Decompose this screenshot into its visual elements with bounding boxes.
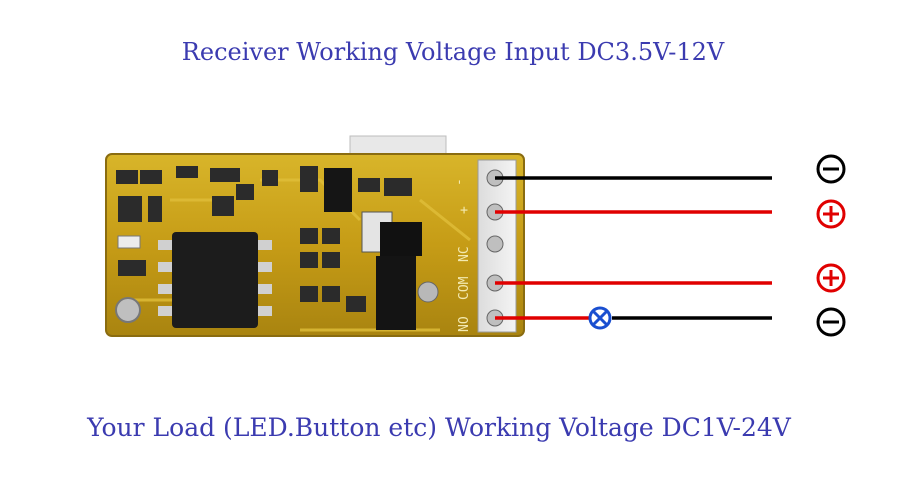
- label-minus: -: [452, 178, 467, 186]
- plus-circle-icon: [816, 263, 846, 293]
- relay-component: [376, 222, 439, 330]
- minus-circle-icon: [816, 154, 846, 184]
- lamp-icon: [588, 306, 612, 330]
- smd-components: [116, 166, 412, 312]
- terminal-labels: - + NC COM NO: [452, 178, 472, 332]
- label-no: NO: [457, 316, 472, 332]
- label-com: COM: [457, 276, 472, 300]
- label-nc: NC: [457, 246, 472, 262]
- plus-circle-icon: [816, 199, 846, 229]
- bottom-caption: Your Load (LED.Button etc) Working Volta…: [87, 413, 791, 442]
- minus-circle-icon: [816, 307, 846, 337]
- solder-pad: [115, 297, 141, 323]
- main-ic-chip: [158, 232, 272, 328]
- wires: [495, 176, 772, 320]
- label-plus: +: [457, 206, 472, 214]
- top-caption: Receiver Working Voltage Input DC3.5V-12…: [181, 38, 725, 66]
- terminal-block: [477, 159, 517, 333]
